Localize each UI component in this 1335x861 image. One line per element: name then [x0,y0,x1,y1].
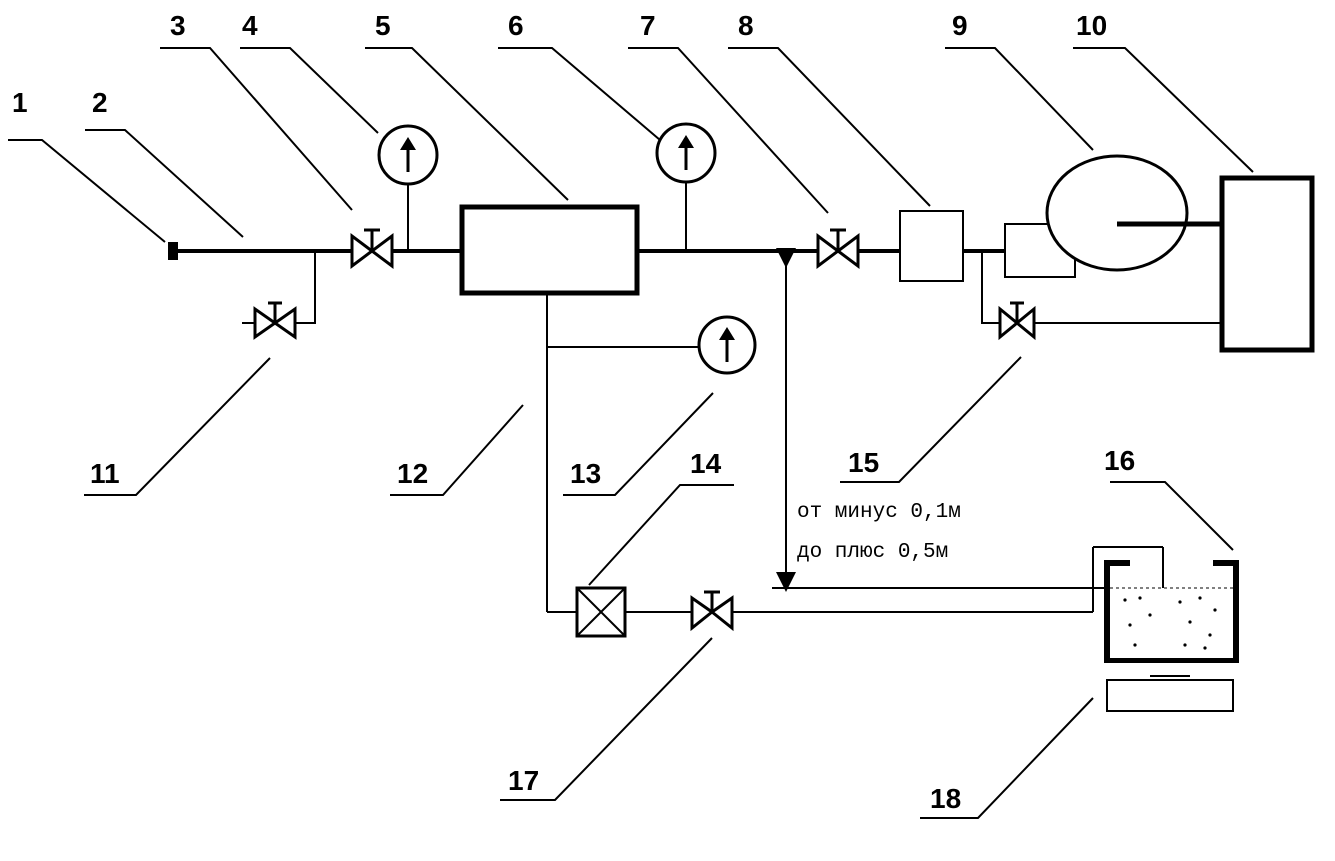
label-12: 12 [397,458,428,489]
label-8: 8 [738,10,754,41]
label-15: 15 [848,447,879,478]
valve-icon [253,301,297,340]
valve-icon [816,228,860,269]
filter-icon [899,210,964,282]
suction-line [546,293,699,613]
label-18: 18 [930,783,961,814]
label-4: 4 [242,10,258,41]
label-2: 2 [92,87,108,118]
valve-icon [998,301,1036,341]
pump-icon [1004,154,1222,278]
label-9: 9 [952,10,968,41]
label-17: 17 [508,765,539,796]
part-labels: 1 2 3 4 5 6 7 8 9 10 11 12 13 14 15 16 1… [12,10,1135,814]
label-6: 6 [508,10,524,41]
control-unit [1219,175,1315,353]
strainer-icon [575,586,627,638]
label-14: 14 [690,448,722,479]
pressure-gauge-icon [655,122,717,251]
label-16: 16 [1104,445,1135,476]
valve-icon [690,590,734,632]
label-10: 10 [1076,10,1107,41]
label-13: 13 [570,458,601,489]
leader-lines [8,47,1254,819]
label-7: 7 [640,10,656,41]
pressure-gauge-icon [697,315,757,375]
scales [1106,675,1234,712]
inlet-plug [168,242,178,260]
height-note-line-1: от минус 0,1м [797,501,961,524]
height-dimension [772,248,1105,592]
pump-under-test [459,204,640,296]
label-11: 11 [90,458,120,489]
water-tank [1104,560,1239,663]
label-1: 1 [12,87,28,118]
valve-icon [350,228,394,269]
label-5: 5 [375,10,391,41]
pressure-gauge-icon [377,124,439,251]
drain-branch [242,251,316,324]
label-3: 3 [170,10,186,41]
height-note-line-2: до плюс 0,5м [797,541,948,564]
bypass-branch [981,251,1222,324]
